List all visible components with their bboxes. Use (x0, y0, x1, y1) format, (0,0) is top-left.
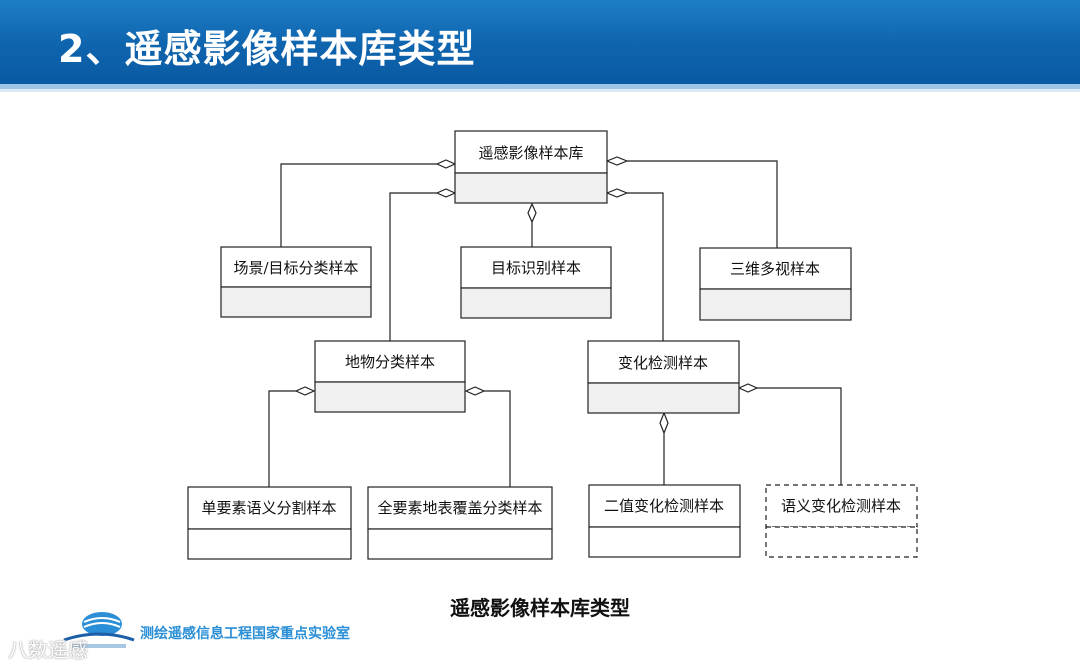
aggregation-diamond (527, 202, 537, 224)
page-title: 2、遥感影像样本库类型 (58, 27, 476, 71)
box-binary-change (588, 484, 741, 528)
box-semantic-change (765, 484, 918, 528)
connector-landcover (389, 192, 437, 341)
label-semantic-change: 语义变化检测样本 (781, 497, 901, 515)
lab-name: 测绘遥感信息工程国家重点实验室 (140, 626, 350, 642)
connector-full-cover (484, 390, 511, 487)
header-bar: 2、遥感影像样本库类型 (0, 0, 1080, 84)
watermark: 八数遥感 (8, 638, 88, 662)
label-change-detection: 变化检测样本 (618, 354, 708, 372)
aggregation-diamond (435, 159, 457, 169)
label-multiview: 三维多视样本 (730, 260, 820, 278)
aggregation-diamond (294, 386, 316, 396)
connector-scene-target (280, 163, 437, 247)
connector-single-seg (268, 390, 296, 487)
label-single-seg: 单要素语义分割样本 (201, 499, 336, 517)
box-full-cover (367, 486, 553, 530)
aggregation-diamond (737, 383, 759, 393)
connector-semantic-change (757, 387, 842, 485)
aggregation-diamond (659, 411, 669, 435)
header-rule-light (0, 89, 1080, 92)
lab-logo-icon (63, 612, 135, 648)
diagram-caption: 遥感影像样本库类型 (450, 596, 630, 620)
aggregation-diamond (435, 188, 457, 198)
box-root (454, 130, 608, 174)
box-change-detection (587, 340, 740, 384)
box-multiview (699, 247, 852, 290)
connector-change-detection (627, 192, 664, 341)
box-scene-target (220, 246, 372, 288)
label-scene-target: 场景/目标分类样本 (233, 259, 358, 277)
label-root: 遥感影像样本库 (478, 144, 583, 162)
label-landcover: 地物分类样本 (345, 353, 435, 371)
aggregation-diamond (605, 188, 629, 198)
label-full-cover: 全要素地表覆盖分类样本 (377, 499, 542, 517)
connector-multiview (627, 160, 778, 248)
label-target-recognition: 目标识别样本 (491, 259, 581, 277)
label-binary-change: 二值变化检测样本 (604, 497, 724, 515)
aggregation-diamond (464, 386, 486, 396)
aggregation-diamond (605, 156, 629, 166)
header-rule (0, 84, 1080, 89)
